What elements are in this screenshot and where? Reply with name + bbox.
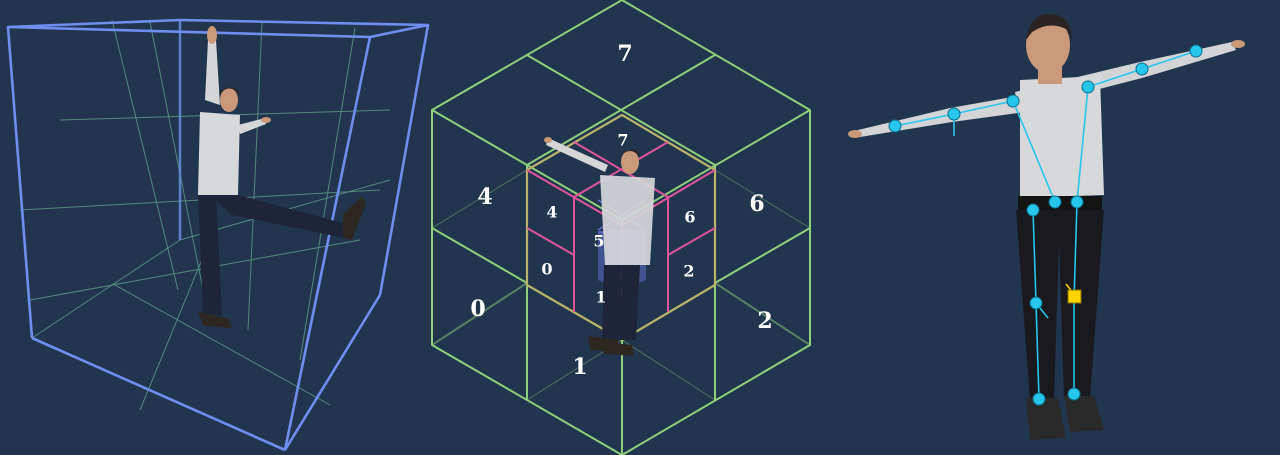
- octree-hidden-edges: [431, 169, 811, 401]
- bounding-box-panel: [6, 18, 430, 452]
- sub-octant-label-1: 1: [595, 288, 606, 307]
- bbox-outline: [6, 18, 430, 452]
- joint-left-shoulder[interactable]: [1006, 94, 1020, 108]
- octree-inner-labels: 7 4 6 5 0 2 1: [541, 131, 695, 307]
- sub-octant-label-7: 7: [617, 131, 628, 150]
- joint-right-elbow[interactable]: [1135, 62, 1149, 76]
- rig-panel: [848, 13, 1245, 440]
- octant-label-1: 1: [572, 354, 587, 380]
- sub-octant-label-4: 4: [546, 203, 557, 222]
- joint-right-hip[interactable]: [1070, 195, 1084, 209]
- sub-octant-label-5: 5: [593, 232, 604, 251]
- joint-right-wrist[interactable]: [1189, 44, 1203, 58]
- octant-label-6: 6: [749, 191, 764, 217]
- octree-panel: 7 4 6 0 2 1 7 4 6 5 0 2 1: [431, 0, 811, 455]
- octant-label-0: 0: [470, 296, 485, 322]
- octant-label-7: 7: [617, 41, 632, 67]
- joint-right-ankle[interactable]: [1067, 387, 1081, 401]
- sub-octant-label-0: 0: [541, 260, 552, 279]
- joint-right-shoulder[interactable]: [1081, 80, 1095, 94]
- character-kick-pose: [198, 26, 366, 328]
- joint-pelvis[interactable]: [1048, 195, 1062, 209]
- ik-handle[interactable]: [1065, 283, 1082, 304]
- joint-left-elbow[interactable]: [947, 107, 961, 121]
- rig-bones: [894, 50, 1197, 400]
- sub-octant-label-2: 2: [683, 262, 694, 281]
- rig-joints: [888, 44, 1203, 406]
- sub-octant-label-6: 6: [684, 208, 695, 227]
- character-octree-pose: [544, 137, 655, 356]
- joint-left-wrist[interactable]: [888, 119, 902, 133]
- octant-label-4: 4: [477, 184, 492, 210]
- character-t-pose: [848, 13, 1245, 440]
- joint-left-ankle[interactable]: [1032, 392, 1046, 406]
- octree-outer-labels: 7 4 6 0 2 1: [470, 41, 772, 380]
- joint-left-hip[interactable]: [1026, 203, 1040, 217]
- octant-label-2: 2: [757, 308, 772, 334]
- joint-left-knee[interactable]: [1029, 296, 1043, 310]
- ik-handle-square-icon[interactable]: [1067, 289, 1082, 304]
